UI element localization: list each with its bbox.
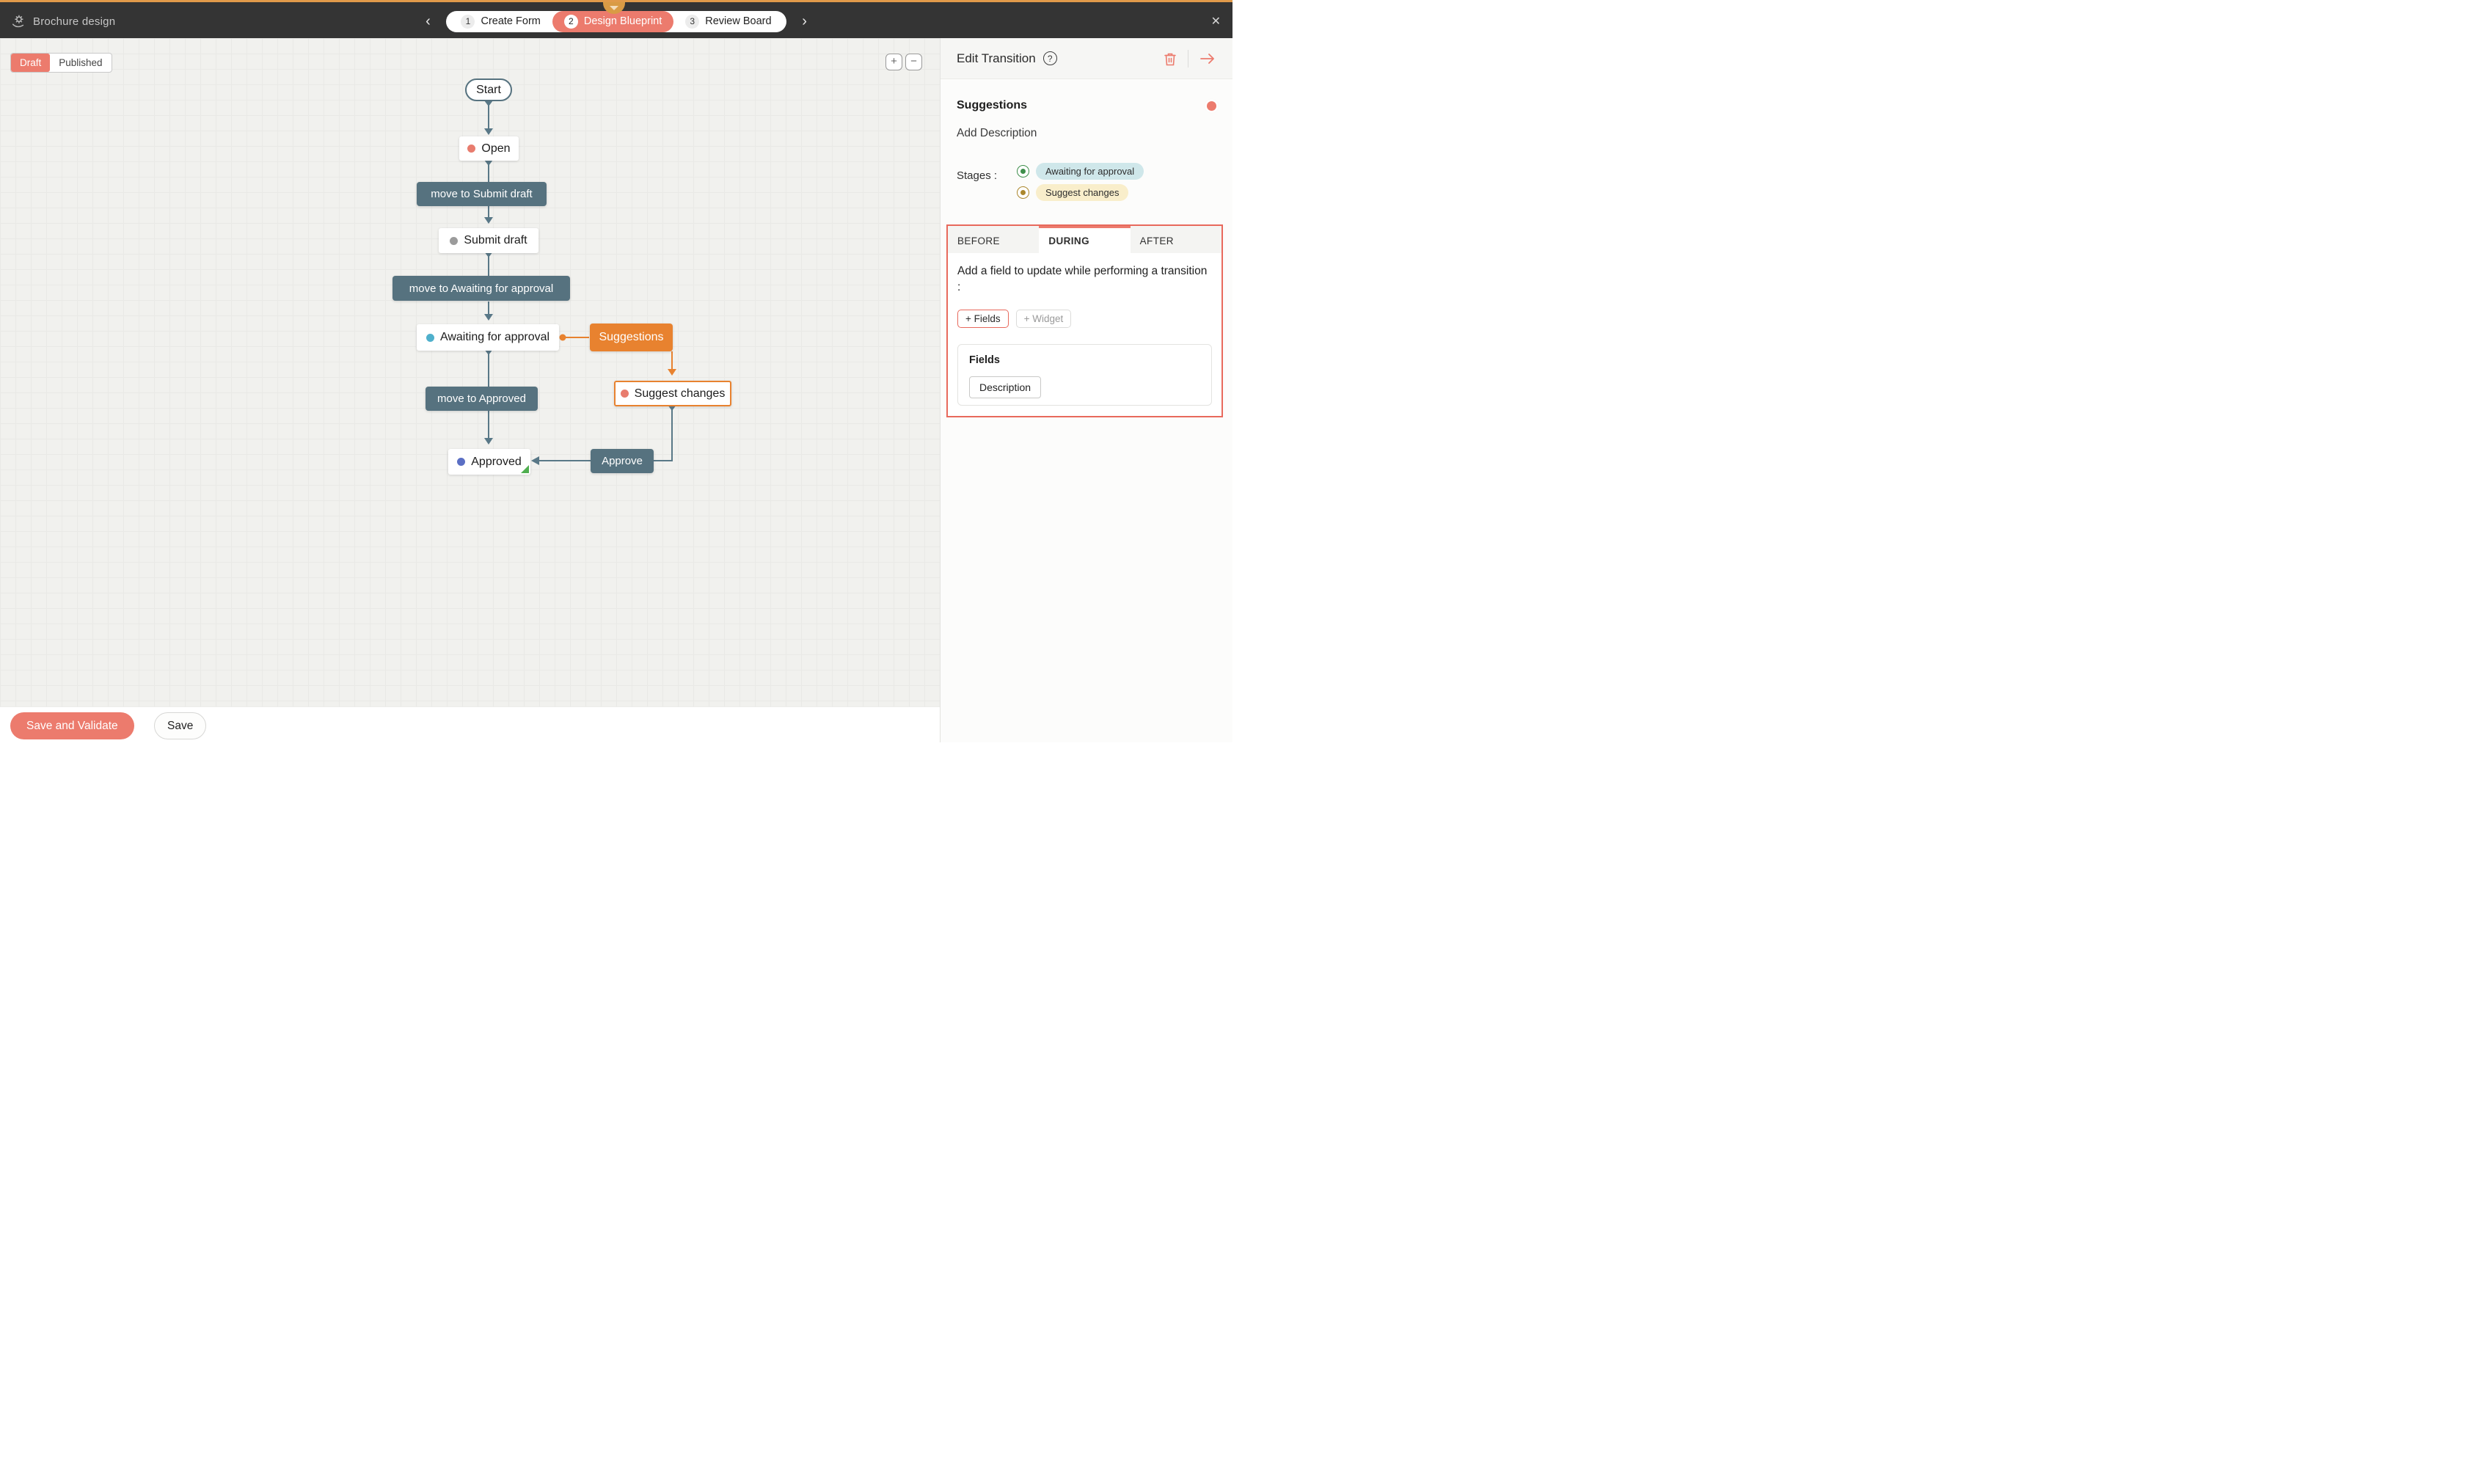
step-number: 2 — [563, 14, 578, 29]
state-color-dot — [467, 145, 476, 153]
step-label: Design Blueprint — [583, 15, 662, 27]
stepper-prev-icon[interactable]: ‹ — [426, 12, 431, 29]
footer-bar: Save and Validate Save — [0, 706, 940, 742]
add-description-row: Add Description — [957, 127, 1216, 140]
stage-from-row: Awaiting for approval — [1017, 163, 1144, 180]
save-and-validate-button[interactable]: Save and Validate — [10, 712, 134, 739]
before-during-after-tabs: BEFORE DURING AFTER — [948, 226, 1221, 253]
transition-label: Approve — [602, 455, 643, 467]
draft-toggle[interactable]: Draft — [11, 54, 51, 72]
fields-card: Fields Description — [957, 343, 1212, 406]
tab-after[interactable]: AFTER — [1139, 235, 1174, 246]
stepper-next-icon[interactable]: › — [802, 12, 807, 29]
state-color-dot — [426, 333, 434, 342]
node-open[interactable]: Open — [459, 136, 519, 161]
add-fields-button[interactable]: + Fields — [957, 309, 1009, 328]
node-awaiting-for-approval[interactable]: Awaiting for approval — [417, 324, 559, 351]
stage-from-tag: Awaiting for approval — [1036, 163, 1144, 180]
node-label: Start — [476, 83, 501, 96]
step-review-board[interactable]: 3 Review Board — [673, 11, 783, 32]
radio-green-icon — [1017, 165, 1029, 178]
status-dot — [1207, 100, 1216, 111]
transition-name: Suggestions — [957, 99, 1028, 112]
panel-header: Edit Transition ? — [941, 38, 1232, 79]
topbar: Brochure design ‹ 1 Create Form 2 Design… — [0, 0, 1232, 38]
node-approved[interactable]: Approved — [448, 449, 530, 475]
arrow-right-icon[interactable] — [1199, 52, 1216, 65]
panel-title: Edit Transition — [957, 51, 1036, 65]
step-design-blueprint[interactable]: 2 Design Blueprint — [552, 10, 674, 32]
help-icon[interactable]: ? — [1042, 51, 1057, 65]
transition-name-row: Suggestions — [957, 99, 1216, 112]
close-icon[interactable]: ✕ — [1210, 15, 1221, 28]
zoom-controls: + − — [885, 54, 922, 70]
trash-icon[interactable] — [1163, 51, 1177, 67]
blueprint-editor-window: Brochure design ‹ 1 Create Form 2 Design… — [0, 0, 1232, 742]
transition-label: Suggestions — [599, 331, 664, 343]
transition-move-to-awaiting[interactable]: move to Awaiting for approval — [392, 276, 570, 301]
chevron-down-icon — [610, 6, 618, 10]
node-label: Submit draft — [464, 234, 527, 246]
add-widget-button[interactable]: + Widget — [1015, 309, 1072, 328]
published-toggle[interactable]: Published — [59, 57, 103, 68]
stepper: ‹ 1 Create Form 2 Design Blueprint 3 Rev… — [0, 2, 1232, 40]
tab-during[interactable]: DURING — [1039, 226, 1131, 253]
node-label: Awaiting for approval — [439, 331, 550, 343]
app-title: Brochure design — [10, 2, 115, 40]
zoom-out-button[interactable]: − — [905, 54, 922, 70]
step-number: 1 — [461, 14, 475, 29]
transition-move-to-approved[interactable]: move to Approved — [426, 387, 538, 411]
transition-label: move to Approved — [437, 392, 526, 405]
app-title-text: Brochure design — [33, 15, 116, 28]
step-label: Create Form — [481, 15, 541, 27]
state-color-dot — [450, 236, 459, 245]
transition-approve[interactable]: Approve — [591, 449, 654, 473]
stepper-pill: 1 Create Form 2 Design Blueprint 3 Revie… — [446, 10, 786, 32]
transition-suggestions-selected[interactable]: Suggestions — [590, 324, 673, 351]
step-create-form[interactable]: 1 Create Form — [449, 11, 552, 32]
active-step-indicator — [603, 2, 625, 14]
save-button[interactable]: Save — [154, 712, 207, 739]
radio-olive-icon — [1017, 186, 1029, 199]
node-label: Approved — [471, 455, 522, 468]
stage-to-row: Suggest changes — [1017, 184, 1129, 201]
step-label: Review Board — [705, 15, 772, 27]
stage-to-tag: Suggest changes — [1036, 184, 1129, 201]
stages-label: Stages : — [957, 169, 998, 182]
node-suggest-changes[interactable]: Suggest changes — [614, 381, 731, 406]
fields-card-title: Fields — [969, 354, 1000, 366]
state-color-dot — [620, 390, 629, 398]
node-label: Open — [481, 142, 511, 155]
transition-label: move to Awaiting for approval — [409, 282, 554, 295]
state-color-dot — [457, 458, 466, 466]
step-number: 3 — [685, 14, 700, 29]
draft-published-toggle: Draft Published — [10, 53, 112, 73]
gear-hand-icon — [12, 15, 24, 28]
during-tab-help-text: Add a field to update while performing a… — [957, 265, 1208, 294]
node-label: Suggest changes — [634, 387, 726, 400]
transition-label: move to Submit draft — [431, 188, 533, 200]
end-state-flag-icon — [521, 465, 529, 473]
transition-move-to-submit-draft[interactable]: move to Submit draft — [417, 182, 547, 206]
add-description-link[interactable]: Add Description — [957, 127, 1037, 139]
tab-before[interactable]: BEFORE — [957, 235, 1000, 246]
node-submit-draft[interactable]: Submit draft — [439, 228, 538, 253]
transition-actions-highlight-box: BEFORE DURING AFTER Add a field to updat… — [946, 224, 1223, 417]
field-chip-description[interactable]: Description — [969, 376, 1042, 398]
zoom-in-button[interactable]: + — [885, 54, 902, 70]
node-start[interactable]: Start — [465, 78, 512, 101]
